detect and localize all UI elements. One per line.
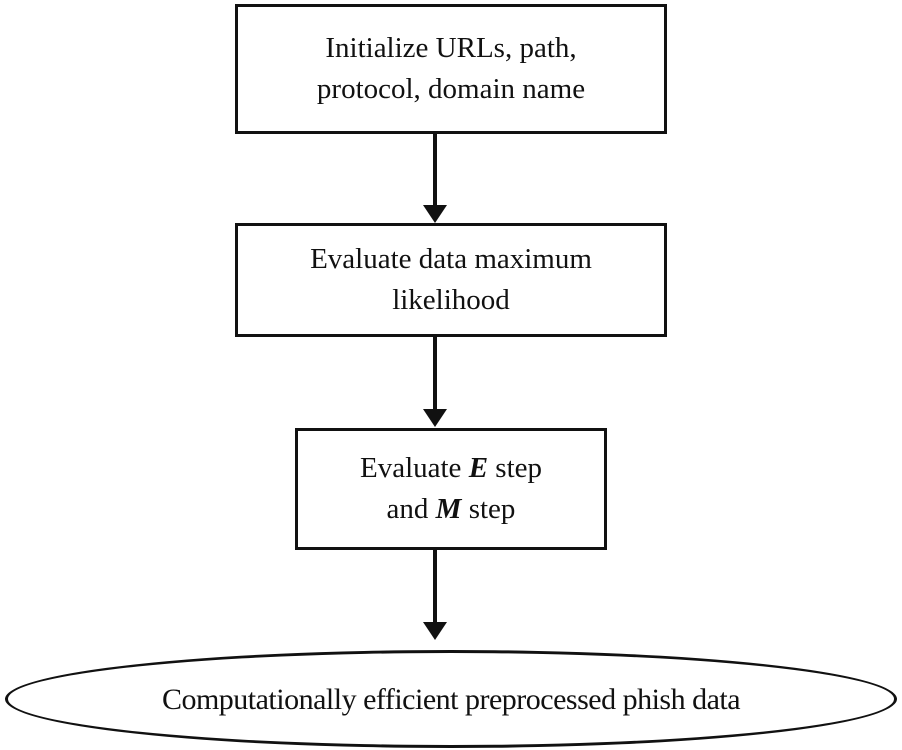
node-evaluate-likelihood: Evaluate data maximum likelihood	[235, 223, 667, 337]
arrow-down-icon	[423, 622, 447, 640]
emstep-line1-variable: E	[468, 452, 489, 484]
arrow-down-icon	[423, 409, 447, 427]
node-initialize-line1: Initialize URLs, path,	[325, 32, 577, 64]
arrow-shaft	[433, 550, 437, 624]
emstep-line2-pre: and	[386, 493, 436, 525]
emstep-line2-variable: M	[435, 493, 462, 525]
arrow-shaft	[433, 134, 437, 207]
node-likelihood-line1: Evaluate data maximum	[310, 243, 592, 275]
emstep-line1-pre: Evaluate	[359, 452, 469, 484]
node-output-label: Computationally efficient preprocessed p…	[161, 682, 741, 716]
node-likelihood-line2: likelihood	[392, 284, 510, 316]
node-emstep-line1: Evaluate E step	[360, 448, 542, 489]
arrow-down-icon	[423, 205, 447, 223]
arrow-shaft	[433, 337, 437, 411]
node-initialize-urls: Initialize URLs, path, protocol, domain …	[235, 4, 667, 134]
node-initialize-line2: protocol, domain name	[316, 73, 586, 105]
node-emstep-line2: and M step	[387, 489, 516, 530]
node-output-ellipse: Computationally efficient preprocessed p…	[5, 650, 897, 748]
emstep-line1-post: step	[488, 452, 542, 484]
emstep-line2-post: step	[461, 493, 516, 525]
node-evaluate-em-step: Evaluate E step and M step	[295, 428, 607, 550]
